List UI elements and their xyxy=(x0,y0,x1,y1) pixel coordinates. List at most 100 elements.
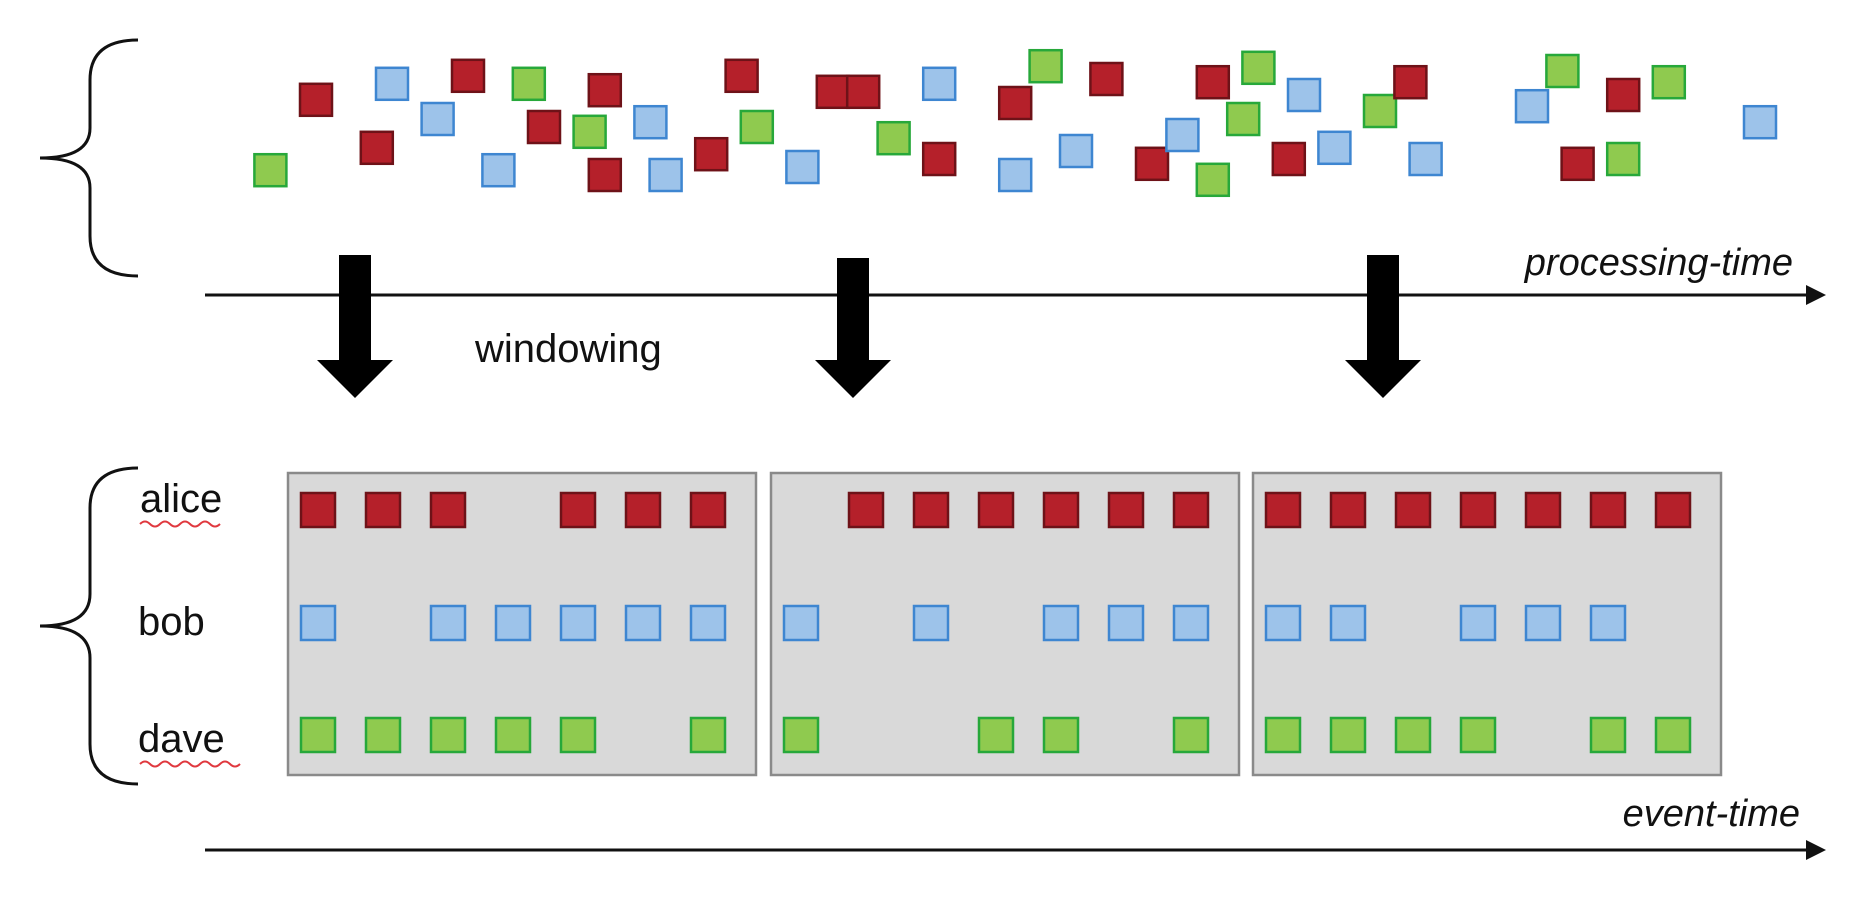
event-dave xyxy=(1042,716,1080,754)
event-dave xyxy=(977,716,1015,754)
event-bob xyxy=(689,604,727,642)
event-alice xyxy=(977,491,1015,529)
processing-axis-arrow-icon xyxy=(1806,285,1826,305)
event-dave xyxy=(494,716,532,754)
event-alice xyxy=(1393,64,1428,100)
event-time-label: event-time xyxy=(1623,793,1800,835)
spellcheck-underline-icon xyxy=(139,760,241,768)
event-dave xyxy=(1362,93,1398,129)
event-bob xyxy=(1107,604,1145,642)
event-alice xyxy=(298,82,334,118)
event-bob xyxy=(1317,130,1352,166)
event-dave xyxy=(1589,716,1627,754)
event-bob xyxy=(1329,604,1367,642)
event-alice xyxy=(689,491,727,529)
event-alice xyxy=(1459,491,1497,529)
event-alice xyxy=(1605,77,1641,113)
event-alice xyxy=(693,136,729,172)
event-alice xyxy=(364,491,402,529)
event-alice xyxy=(1589,491,1627,529)
event-alice xyxy=(1264,491,1302,529)
event-bob xyxy=(624,604,662,642)
event-bob xyxy=(782,604,820,642)
event-alice xyxy=(1560,146,1595,182)
user-label-bob: bob xyxy=(138,600,205,644)
event-dave xyxy=(1172,716,1210,754)
event-dave xyxy=(782,716,820,754)
event-dave xyxy=(1651,64,1687,100)
event-dave xyxy=(876,120,911,156)
windowing-label: windowing xyxy=(474,327,662,371)
event-bob xyxy=(1042,604,1080,642)
spellcheck-underline-icon xyxy=(139,520,221,528)
event-dave xyxy=(364,716,402,754)
event-bob xyxy=(429,604,467,642)
event-bob xyxy=(1589,604,1627,642)
event-bob xyxy=(921,66,957,102)
event-bob xyxy=(1264,604,1302,642)
event-dave xyxy=(572,114,607,150)
event-alice xyxy=(587,157,623,193)
event-dave xyxy=(429,716,467,754)
event-dave xyxy=(1028,48,1063,84)
event-dave xyxy=(1241,50,1276,86)
event-bob xyxy=(1172,604,1210,642)
event-alice xyxy=(624,491,662,529)
event-alice xyxy=(429,491,467,529)
event-bob xyxy=(1408,141,1443,177)
event-bob xyxy=(374,66,410,102)
windowing-arrow-icon xyxy=(815,258,891,398)
event-dave xyxy=(1329,716,1367,754)
event-bob xyxy=(785,149,820,185)
bottom-brace-icon xyxy=(39,466,139,786)
windowing-arrows xyxy=(317,255,1421,398)
event-bob xyxy=(648,157,683,193)
event-time-axis xyxy=(205,840,1826,860)
event-time-windows xyxy=(286,471,1723,777)
event-dave xyxy=(689,716,727,754)
event-alice xyxy=(1089,61,1124,97)
processing-time-events xyxy=(253,48,1778,198)
event-bob xyxy=(1514,88,1550,124)
user-label-dave: dave xyxy=(138,717,225,761)
event-alice xyxy=(1195,64,1231,100)
event-bob xyxy=(1058,133,1094,169)
event-dave xyxy=(1264,716,1302,754)
event-alice xyxy=(299,491,337,529)
event-alice xyxy=(1042,491,1080,529)
event-alice xyxy=(1271,141,1307,177)
event-bob xyxy=(1286,77,1322,113)
event-alice xyxy=(1107,491,1145,529)
event-bob xyxy=(997,157,1033,193)
event-dave xyxy=(1225,101,1261,137)
event-bob xyxy=(1742,104,1778,140)
event-bob xyxy=(1524,604,1562,642)
event-alice xyxy=(815,74,851,110)
event-alice xyxy=(997,85,1033,121)
event-axis-arrow-icon xyxy=(1806,840,1826,860)
event-dave xyxy=(253,152,288,188)
event-dave xyxy=(1545,53,1580,89)
event-bob xyxy=(299,604,337,642)
event-alice xyxy=(1524,491,1562,529)
top-brace-icon xyxy=(39,38,139,278)
event-dave xyxy=(299,716,337,754)
event-alice xyxy=(1329,491,1367,529)
event-bob xyxy=(559,604,597,642)
event-alice xyxy=(1394,491,1432,529)
event-dave xyxy=(1394,716,1432,754)
windowing-arrow-icon xyxy=(1345,255,1421,398)
event-bob xyxy=(1459,604,1497,642)
event-alice xyxy=(912,491,950,529)
user-label-alice: alice xyxy=(140,477,222,521)
event-bob xyxy=(494,604,532,642)
event-alice xyxy=(587,72,623,108)
event-alice xyxy=(526,109,562,145)
event-alice xyxy=(1134,146,1170,182)
event-alice xyxy=(845,74,881,110)
event-alice xyxy=(1654,491,1692,529)
event-dave xyxy=(1605,141,1641,177)
event-dave xyxy=(739,109,775,145)
event-bob xyxy=(633,104,668,140)
